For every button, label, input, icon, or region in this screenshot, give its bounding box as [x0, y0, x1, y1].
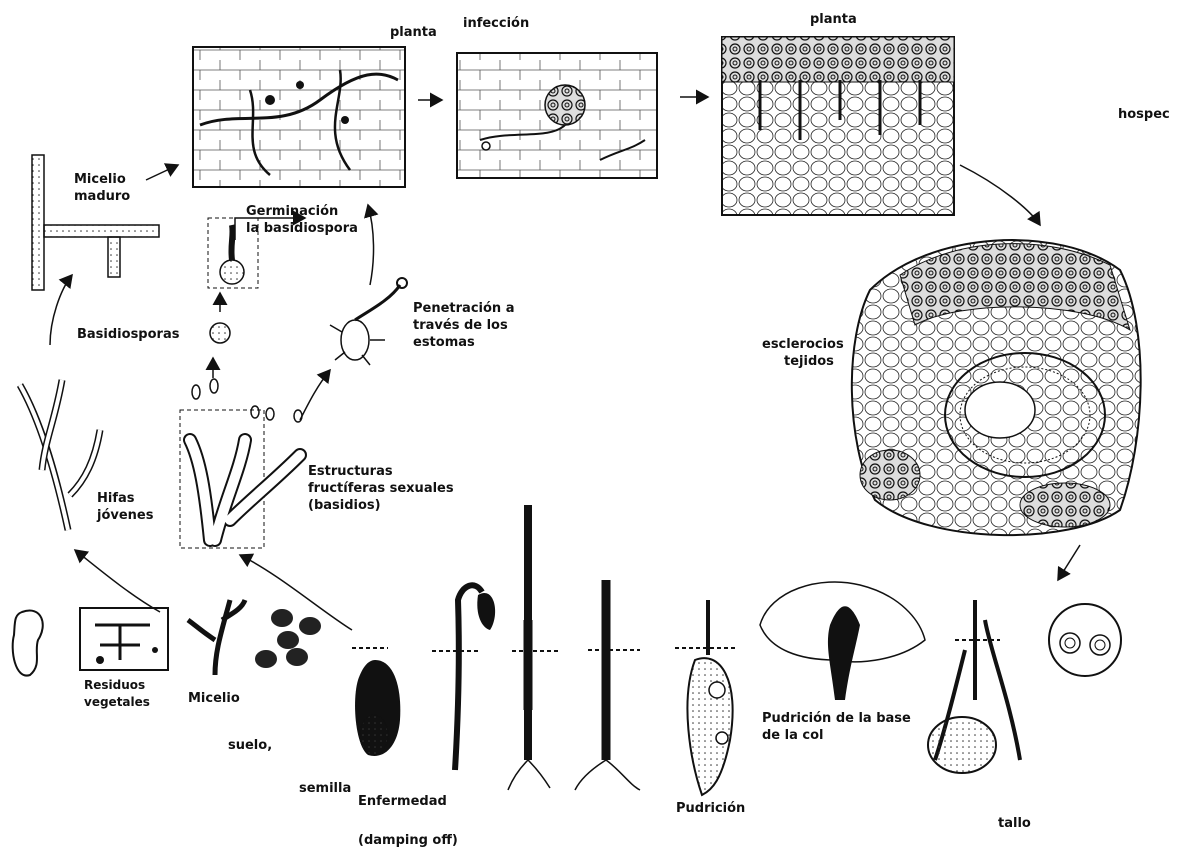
damping-off-seedlings	[455, 505, 640, 790]
label-planta-left: planta	[390, 24, 437, 41]
label-micelio: Micelio	[188, 690, 240, 707]
plant-residues-box	[80, 608, 168, 670]
label-infeccion: infección	[463, 15, 529, 32]
label-micelio-maduro: Micelio maduro	[74, 171, 130, 205]
label-suelo: suelo,	[228, 737, 272, 754]
panel-basidiospore-germination	[193, 47, 405, 187]
cabbage-base-rot	[760, 582, 925, 700]
sclerotium-cross-section	[852, 240, 1141, 535]
carrot-rot	[687, 600, 732, 795]
young-hyphae-drawing	[20, 380, 100, 530]
label-basidiosporas: Basidiosporas	[77, 326, 179, 343]
infected-seed	[355, 660, 400, 756]
panel-host-tissue	[722, 37, 954, 215]
label-esclerocios: esclerocios tejidos	[762, 336, 844, 370]
label-planta-right: planta	[810, 11, 857, 28]
label-penetracion: Penetración a través de los estomas	[413, 300, 514, 351]
label-pudricion-base: Pudrición de la base de la col	[762, 710, 911, 744]
label-residuos: Residuos vegetales	[84, 677, 150, 711]
stomata-penetration	[330, 278, 407, 365]
basidia-drawing	[180, 410, 300, 548]
label-hifas-jovenes: Hifas jóvenes	[97, 490, 154, 524]
label-semilla: semilla	[299, 780, 351, 797]
basidiospores	[192, 323, 302, 422]
label-estructuras: Estructuras fructíferas sexuales (basidi…	[308, 463, 454, 514]
label-hospedante: hospec	[1118, 106, 1170, 123]
bean-seed	[13, 611, 43, 676]
mycelium-drawing	[188, 600, 245, 675]
label-tallo: tallo	[998, 815, 1031, 832]
label-germinacion: Germinación la basidiospora	[246, 203, 358, 237]
label-pudricion: Pudrición	[676, 800, 745, 817]
stem-with-sclerotium	[928, 600, 1020, 773]
panel-infection	[457, 53, 657, 178]
tomato-fruit	[1049, 604, 1121, 676]
label-enfermedad: Enfermedad	[358, 793, 447, 810]
sclerotia-in-soil	[255, 609, 321, 668]
label-damping-off: (damping off)	[358, 832, 458, 849]
